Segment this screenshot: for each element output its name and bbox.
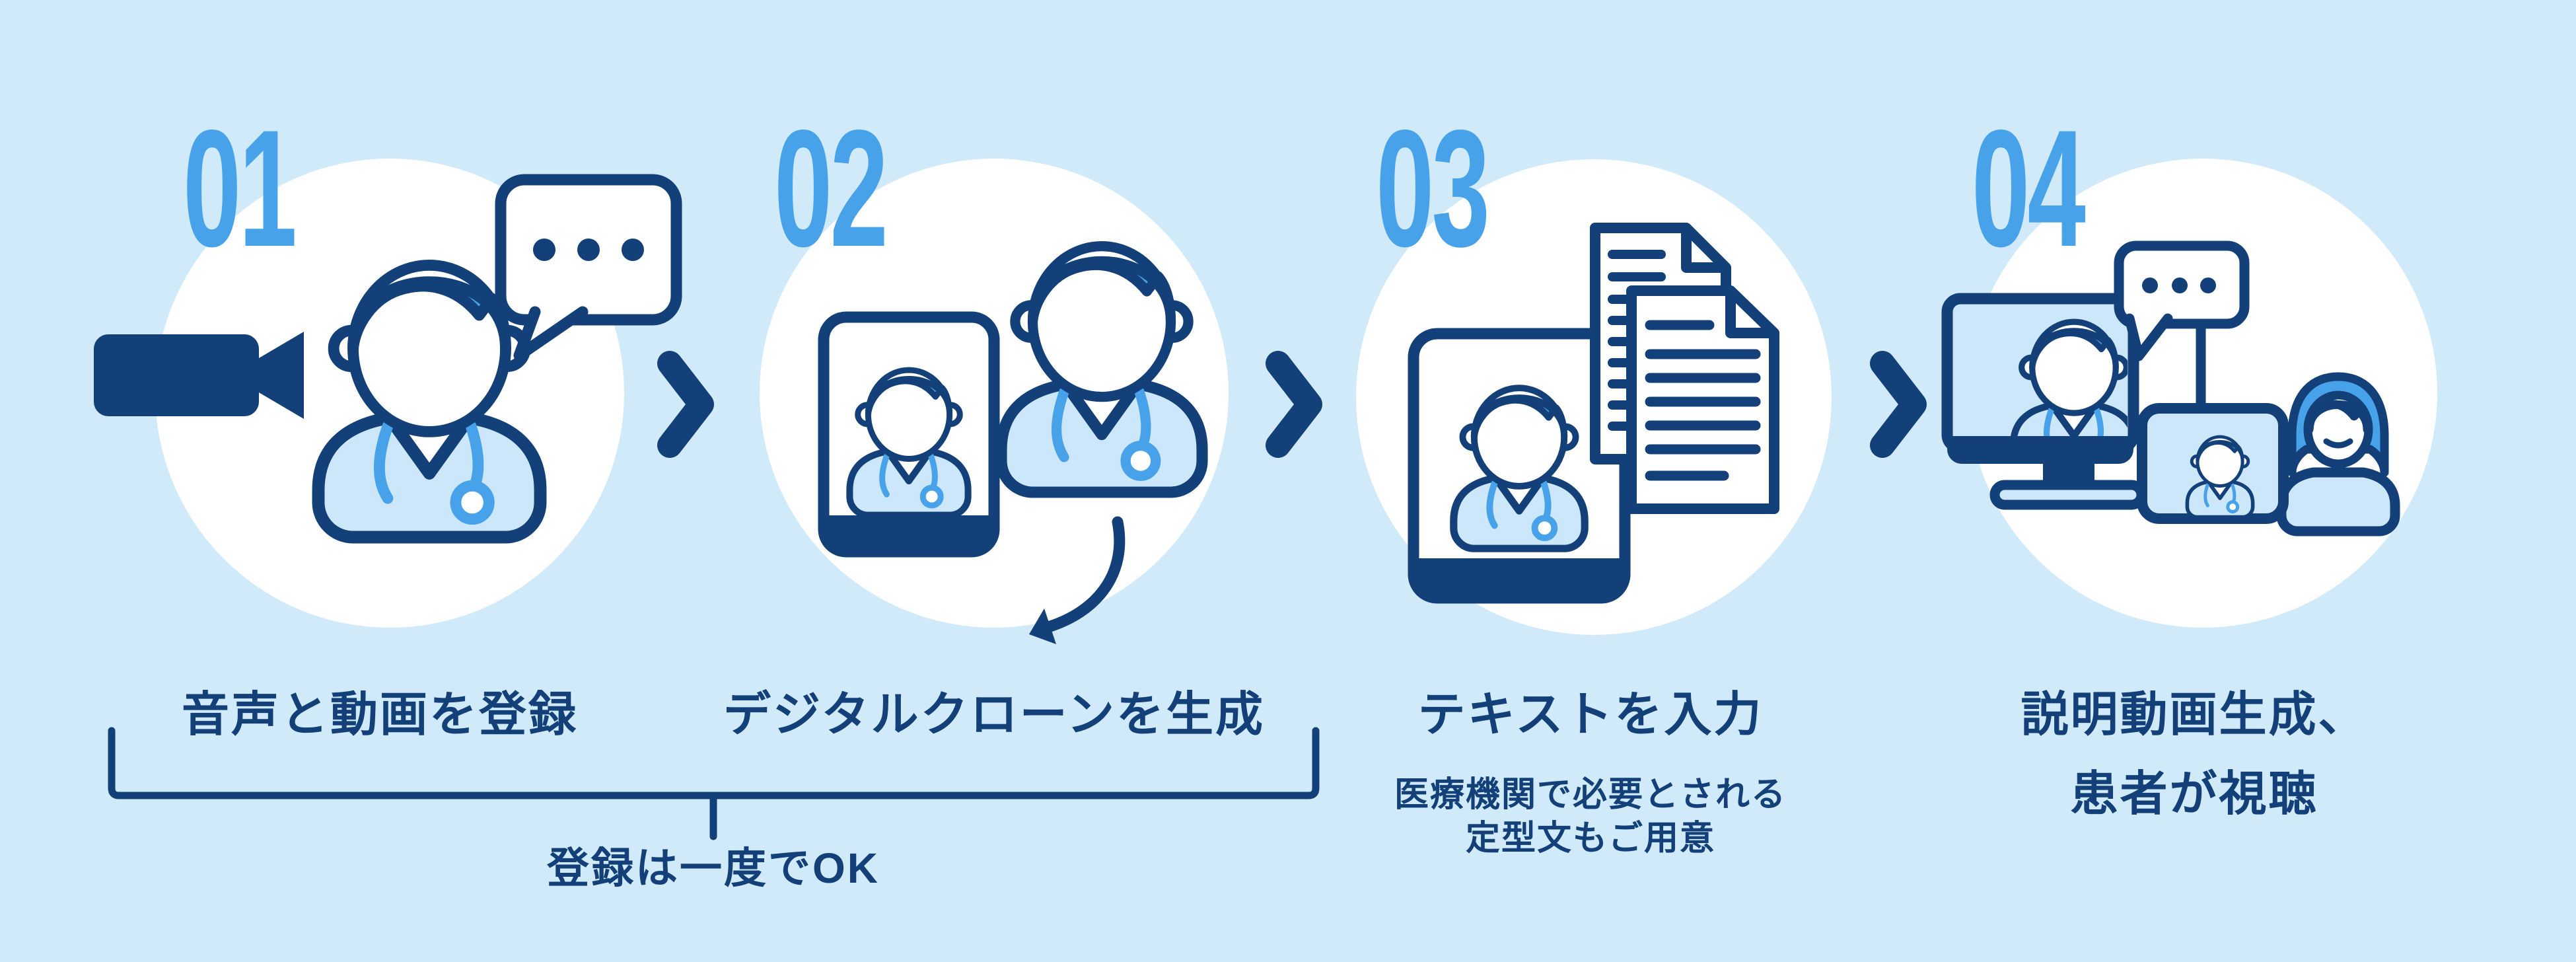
- bracket-label: 登録は一度でOK: [547, 844, 880, 892]
- step-title-2: デジタルクローンを生成: [723, 688, 1265, 741]
- small-screen-icon: [2137, 403, 2289, 524]
- step-3-note: 医療機関で必要とされる 定型文もご用意: [1394, 773, 1787, 860]
- step-title-1: 音声と動画を登録: [181, 688, 579, 741]
- clone-arrow-icon: [1029, 516, 1126, 644]
- step-3-note-line2: 定型文もご用意: [1465, 819, 1716, 858]
- step-title-4: 説明動画生成、 患者が視聴: [2021, 675, 2367, 834]
- chevron-right-icon: [657, 351, 714, 458]
- step-number-2: 02: [774, 96, 888, 281]
- chevron-right-icon: [1870, 351, 1927, 458]
- documents-icon: [1590, 223, 1779, 514]
- video-camera-icon: [94, 332, 304, 419]
- step-number-1: 01: [183, 96, 297, 281]
- speech-bubble-icon: [2114, 240, 2250, 361]
- speech-bubble-icon: [495, 174, 682, 361]
- step-title-4-line1: 説明動画生成、: [2021, 688, 2368, 741]
- step-title-3: テキストを入力: [1417, 688, 1764, 741]
- step-number-3: 03: [1376, 96, 1490, 281]
- patient-icon: [2276, 372, 2400, 536]
- step-number-4: 04: [1972, 96, 2086, 281]
- step-3-note-line1: 医療機関で必要とされる: [1394, 776, 1787, 814]
- bracket: [108, 727, 1320, 840]
- chevron-right-icon: [1266, 351, 1322, 458]
- step-title-4-line2: 患者が視聴: [2070, 768, 2318, 821]
- monitor-stand: [1947, 436, 2147, 510]
